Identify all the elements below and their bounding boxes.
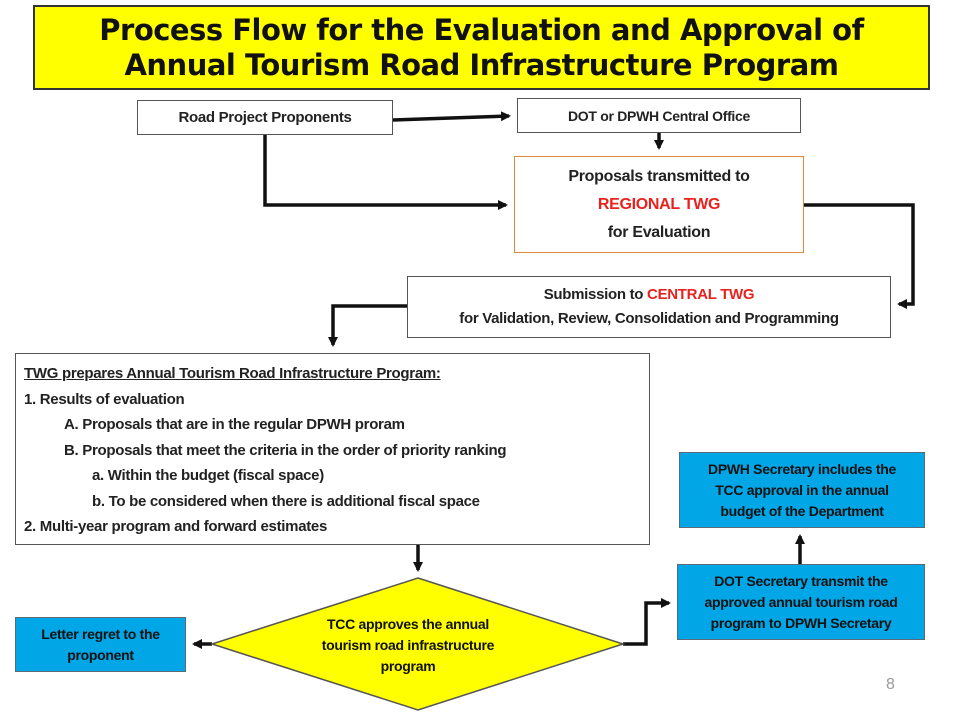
twg-item-1a: A. Proposals that are in the regular DPW… xyxy=(64,416,405,433)
twg-item-1b: B. Proposals that meet the criteria in t… xyxy=(64,441,507,459)
title-line-2: Annual Tourism Road Infrastructure Progr… xyxy=(124,47,839,82)
tcc-line-3: program xyxy=(380,658,436,674)
arrow-central-to-twg xyxy=(328,304,407,347)
central-line-2: for Validation, Review, Consolidation an… xyxy=(459,310,839,327)
dot-sec-line-2: approved annual tourism road xyxy=(704,593,898,610)
node-regional-twg: Proposals transmitted to REGIONAL TWG fo… xyxy=(514,156,804,253)
regional-line-3: for Evaluation xyxy=(607,223,711,241)
page-number: 8 xyxy=(886,676,895,693)
node-road-project-proponents: Road Project Proponents xyxy=(137,100,393,135)
node-dot-dpwh-central-office: DOT or DPWH Central Office xyxy=(517,98,801,133)
node-twg-prepares-program: TWG prepares Annual Tourism Road Infrast… xyxy=(15,353,650,545)
decision-diamond xyxy=(209,577,626,711)
arrow-proponents-to-regional xyxy=(263,135,508,210)
twg-item-1b-a: a. Within the budget (fiscal space) xyxy=(92,467,324,484)
title-line-1: Process Flow for the Evaluation and Appr… xyxy=(99,12,864,47)
twg-item-2: 2. Multi-year program and forward estima… xyxy=(24,518,328,535)
dot-sec-line-3: program to DPWH Secretary xyxy=(710,614,892,631)
dot-sec-line-1: DOT Secretary transmit the xyxy=(714,572,888,589)
twg-heading: TWG prepares Annual Tourism Road Infrast… xyxy=(24,365,441,382)
slide-title: Process Flow for the Evaluation and Appr… xyxy=(33,5,930,90)
regret-line-1: Letter regret to the xyxy=(41,625,160,642)
central-prefix: Submission to xyxy=(543,286,648,303)
central-line-1: Submission to CENTRAL TWG xyxy=(544,283,755,307)
arrow-proponents-to-dot xyxy=(392,111,511,122)
regional-line-2: REGIONAL TWG xyxy=(597,195,721,213)
tcc-line-2: tourism road infrastructure xyxy=(321,637,495,653)
tcc-line-1: TCC approves the annual xyxy=(327,616,489,632)
node-dpwh-secretary-includes: DPWH Secretary includes the TCC approval… xyxy=(679,452,925,528)
dpwh-sec-line-3: budget of the Department xyxy=(720,502,884,519)
arrow-regional-to-central xyxy=(804,203,915,309)
node-dot-secretary-transmit: DOT Secretary transmit the approved annu… xyxy=(677,564,925,640)
central-highlight: CENTRAL TWG xyxy=(647,286,755,303)
dot-dpwh-label: DOT or DPWH Central Office xyxy=(568,107,750,124)
twg-item-1b-b: b. To be considered when there is additi… xyxy=(92,492,480,510)
proponents-label: Road Project Proponents xyxy=(178,109,352,126)
dpwh-sec-line-1: DPWH Secretary includes the xyxy=(708,460,896,477)
arrow-tcc-to-dot-sec xyxy=(623,598,671,646)
regret-line-2: proponent xyxy=(67,646,134,663)
dpwh-sec-line-2: TCC approval in the annual xyxy=(715,481,889,498)
node-central-twg: Submission to CENTRAL TWG for Validation… xyxy=(407,276,891,338)
node-tcc-approves: TCC approves the annual tourism road inf… xyxy=(298,614,518,677)
node-letter-regret: Letter regret to the proponent xyxy=(15,617,186,672)
twg-item-1: 1. Results of evaluation xyxy=(24,390,185,408)
regional-line-1: Proposals transmitted to xyxy=(568,167,750,185)
